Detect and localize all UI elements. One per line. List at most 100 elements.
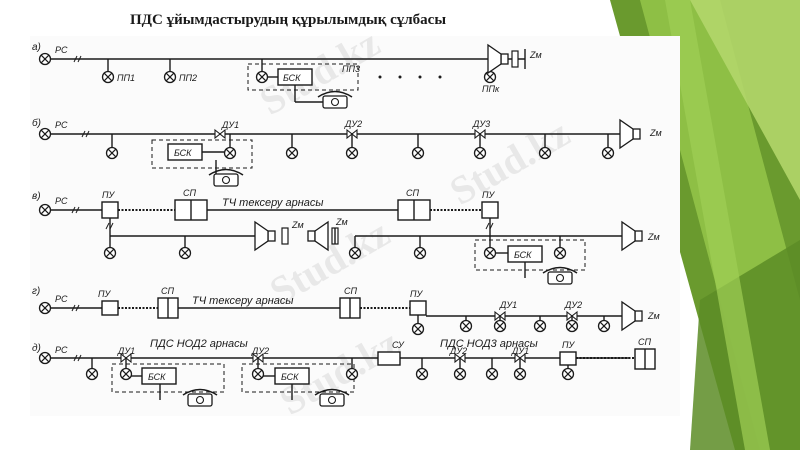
lamp-icon [413, 246, 427, 260]
lamp-icon [483, 70, 497, 84]
row-a-pp1: ПП1 [117, 73, 135, 83]
lamp-icon [415, 367, 429, 381]
row-d-du1: ДУ1 [117, 346, 135, 356]
lamp-icon [485, 367, 499, 381]
row-a-rs: РС [55, 45, 68, 55]
lamp-icon [38, 301, 52, 315]
lamp-icon [178, 246, 192, 260]
lamp-icon [85, 367, 99, 381]
lamp-icon [533, 319, 547, 333]
lamp-icon [453, 367, 467, 381]
lamp-icon [538, 146, 552, 160]
row-g-letter: г) [32, 286, 40, 297]
loudspeaker-icon [619, 119, 641, 149]
structural-diagram: Stud.kz Stud.kz Stud.kz Stud.kz а) РС ПП… [30, 36, 680, 416]
row-v-zm3: Zм [647, 232, 660, 242]
lamp-icon [483, 246, 497, 260]
lamp-icon [285, 146, 299, 160]
row-b-letter: б) [32, 117, 41, 129]
row-d-du2: ДУ2 [251, 346, 269, 356]
row-g-channel: ТЧ тексеру арнасы [192, 295, 293, 307]
pu-box [101, 201, 119, 219]
lamp-icon [251, 367, 265, 381]
row-d-nod3: ПДС НОД3 арнасы [440, 338, 538, 350]
row-v-pu2: ПУ [482, 190, 496, 200]
row-d-du2b: ДУ2 [449, 346, 467, 356]
row-d-bsk2: БСК [281, 372, 299, 382]
row-g-sp1: СП [161, 286, 174, 296]
lamp-icon [223, 146, 237, 160]
row-b-du3: ДУ3 [472, 119, 490, 129]
loudspeaker-icon [487, 44, 509, 74]
green-stripe-thin [665, 0, 770, 450]
lamp-icon [38, 52, 52, 66]
lamp-icon [345, 146, 359, 160]
row-d-sp: СП [638, 337, 651, 347]
row-g-du2: ДУ2 [564, 300, 582, 310]
row-v-channel: ТЧ тексеру арнасы [222, 197, 323, 209]
du-switch-icon [214, 129, 226, 139]
telephone-icon [208, 168, 244, 187]
loudspeaker-icon [621, 301, 643, 331]
pu-box [409, 300, 427, 316]
row-b-bsk: БСК [174, 148, 192, 158]
row-v-bsk: БСК [514, 250, 532, 260]
lamp-icon [411, 322, 425, 336]
watermark-2: Stud.kz [442, 110, 577, 214]
lamp-icon [38, 351, 52, 365]
row-a-bsk: БСК [283, 73, 301, 83]
lamp-icon [601, 146, 615, 160]
row-g-sp2: СП [344, 286, 357, 296]
lamp-icon [163, 70, 177, 84]
resistor-icon [511, 50, 519, 68]
row-g-zm: Zм [647, 311, 660, 321]
row-d-letter: д) [32, 343, 41, 354]
row-g-pu1: ПУ [98, 289, 112, 299]
row-b-du1: ДУ1 [221, 120, 239, 130]
row-a: а) РС ПП1 ПП2 БСК ПП3 [32, 42, 542, 109]
row-d-su: СУ [392, 340, 405, 350]
lamp-icon [493, 319, 507, 333]
pu-box [481, 201, 499, 219]
lamp-icon [473, 146, 487, 160]
lamp-icon [553, 246, 567, 260]
lamp-icon [513, 367, 527, 381]
row-d-nod2: ПДС НОД2 арнасы [150, 338, 248, 350]
row-v-rs: РС [55, 196, 68, 206]
loudspeaker-icon [621, 221, 643, 251]
row-g-pu2: ПУ [410, 289, 424, 299]
row-v-sp2: СП [406, 188, 419, 198]
row-g: г) РС ПУ СП ТЧ тексеру арнасы СП ПУ [32, 286, 660, 336]
row-v-zm2: Zм [335, 217, 348, 227]
lamp-icon [348, 246, 362, 260]
lamp-icon [597, 319, 611, 333]
lamp-icon [459, 319, 473, 333]
green-stripe-light [690, 0, 800, 200]
lamp-icon [101, 70, 115, 84]
telephone-icon [317, 90, 353, 109]
row-a-letter: а) [32, 42, 41, 53]
row-d-du1b: ДУ1 [511, 346, 529, 356]
pu-box [101, 300, 119, 316]
slide-title: ПДС ұйымдастырудың құрылымдық сұлбасы [130, 12, 447, 28]
row-d: д) ПДС НОД2 арнасы ПДС НОД3 арнасы РС ДУ… [32, 337, 656, 407]
pu-box [559, 351, 577, 366]
lamp-icon [105, 146, 119, 160]
row-d-bsk1: БСК [148, 372, 166, 382]
lamp-icon [255, 70, 269, 84]
row-v-zm1: Zм [291, 220, 304, 230]
lamp-icon [345, 367, 359, 381]
row-v: в) РС ПУ СП ТЧ тексеру арнасы СП ПУ [32, 188, 660, 285]
row-v-letter: в) [32, 191, 41, 202]
row-b: б) РС ДУ1 БСК ДУ2 [32, 117, 662, 187]
row-a-ppk: ППк [482, 84, 500, 94]
resistor-icon [281, 227, 289, 245]
row-g-du1: ДУ1 [499, 300, 517, 310]
lamp-icon [38, 203, 52, 217]
lamp-icon [565, 319, 579, 333]
row-a-pp2: ПП2 [179, 73, 197, 83]
row-a-zm: Zм [529, 50, 542, 60]
row-v-sp1: СП [183, 188, 196, 198]
row-b-rs: РС [55, 120, 68, 130]
